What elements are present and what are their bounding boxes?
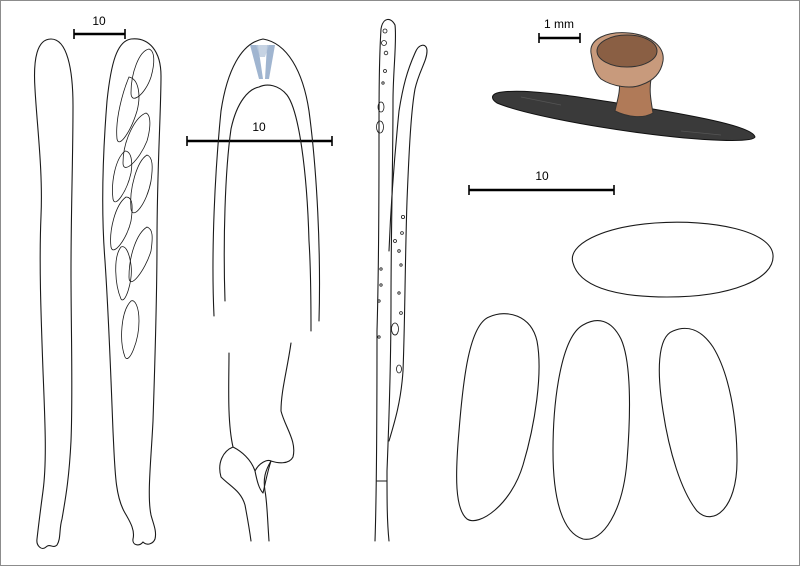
scale-bar-fruitbody: 1 mm bbox=[538, 17, 581, 43]
ascospores bbox=[456, 221, 774, 540]
scale-label-apex: 10 bbox=[252, 120, 266, 134]
scale-label-fruitbody: 1 mm bbox=[544, 17, 574, 31]
ascus-apex bbox=[212, 38, 321, 332]
scale-label-asci: 10 bbox=[92, 14, 106, 28]
scale-bar-spores: 10 bbox=[468, 169, 615, 195]
ascospore-2 bbox=[552, 320, 631, 540]
scale-bar-asci: 10 bbox=[73, 14, 126, 39]
paraphyses bbox=[374, 18, 428, 542]
ascus-with-spores bbox=[102, 38, 162, 546]
scale-label-spores: 10 bbox=[535, 169, 549, 183]
ascus-base bbox=[219, 342, 295, 542]
ascus-empty bbox=[34, 38, 74, 549]
ascospore-horizontal bbox=[571, 221, 774, 298]
scale-bar-apex: 10 bbox=[186, 120, 333, 146]
apothecium-habit bbox=[492, 32, 756, 141]
paraphysis-guttules bbox=[376, 28, 405, 374]
stipe bbox=[614, 78, 654, 118]
ascospore-1 bbox=[456, 313, 540, 522]
ascospores-in-ascus bbox=[110, 48, 155, 359]
amyloid-apical-ring bbox=[250, 45, 275, 79]
ascospore-3 bbox=[658, 327, 738, 518]
cup-disc bbox=[596, 34, 658, 68]
substrate bbox=[492, 90, 756, 141]
